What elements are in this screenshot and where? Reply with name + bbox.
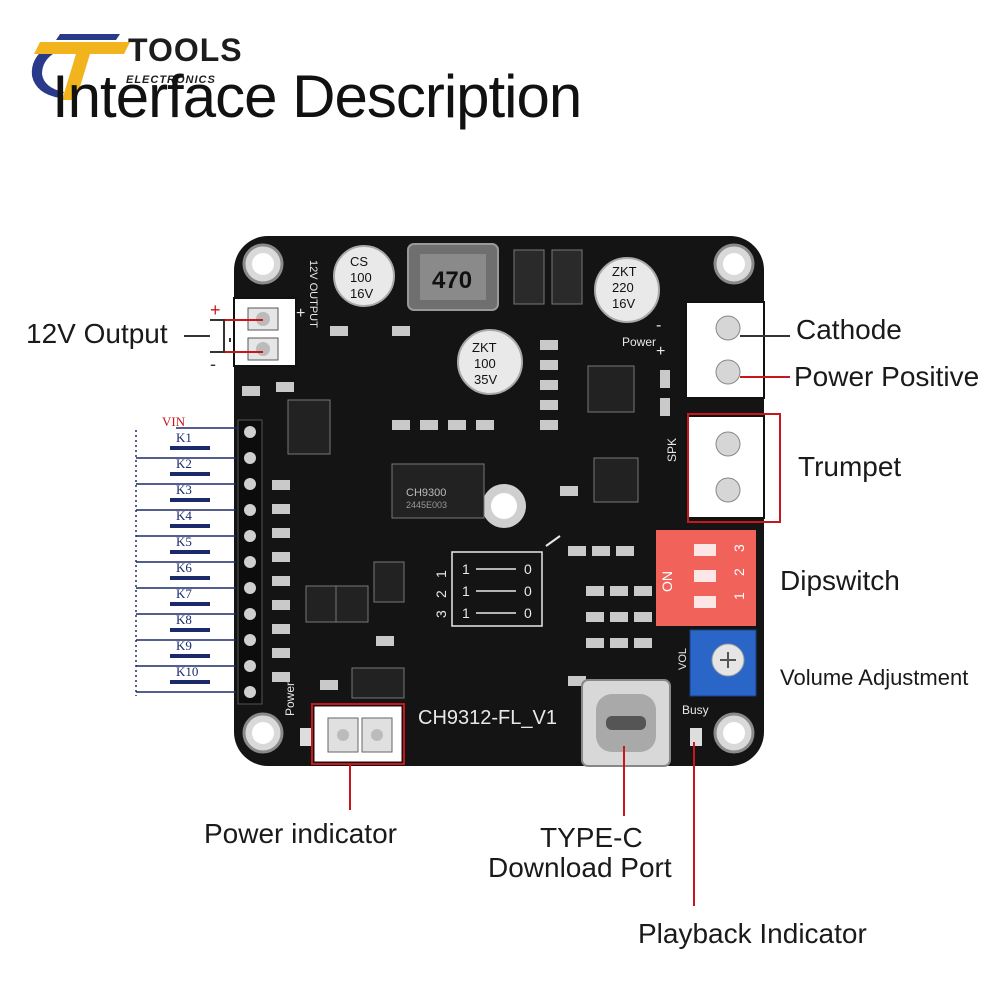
key-buttons bbox=[170, 446, 210, 684]
logo-wordmark: TOOLS bbox=[128, 32, 243, 68]
key-schematic bbox=[135, 427, 238, 696]
callout-lines bbox=[224, 319, 790, 906]
label-cathode: Cathode bbox=[796, 314, 902, 345]
svg-text:16V: 16V bbox=[612, 296, 635, 311]
svg-text:CH9300: CH9300 bbox=[406, 487, 446, 499]
svg-text:470: 470 bbox=[432, 267, 472, 294]
key-label-k1: K1 bbox=[176, 430, 192, 445]
logo-subtitle: ELECTRONICS bbox=[126, 74, 216, 86]
label-typec: TYPE-C bbox=[540, 822, 643, 853]
minus-mark: - bbox=[210, 354, 216, 374]
key-header-pins bbox=[244, 426, 256, 698]
svg-text:3: 3 bbox=[731, 544, 747, 552]
key-label-k8: K8 bbox=[176, 612, 192, 627]
svg-text:1: 1 bbox=[462, 583, 470, 599]
board-model: CH9312-FL_V1 bbox=[418, 707, 557, 729]
label-12v-output: 12V Output bbox=[26, 318, 168, 349]
key-label-k6: K6 bbox=[176, 560, 192, 575]
main-ic: CH9300 2445E003 bbox=[391, 463, 485, 519]
svg-text:1: 1 bbox=[731, 592, 747, 600]
svg-text:CS: CS bbox=[350, 254, 368, 269]
svg-text:35V: 35V bbox=[474, 372, 497, 387]
terminal-12v bbox=[233, 297, 297, 367]
silk-spk: SPK bbox=[665, 438, 679, 462]
svg-text:1: 1 bbox=[433, 570, 449, 578]
svg-text:220: 220 bbox=[612, 280, 634, 295]
svg-text:ON: ON bbox=[659, 571, 675, 592]
terminal-power bbox=[685, 301, 765, 399]
capacitor-right: ZKT 220 16V bbox=[594, 257, 660, 323]
key-label-k2: K2 bbox=[176, 456, 192, 471]
silk-power-top: Power bbox=[622, 335, 656, 349]
capacitor-left: CS 100 16V bbox=[333, 245, 395, 307]
vin-label: VIN bbox=[162, 414, 186, 429]
callout-lines-dark bbox=[184, 319, 790, 353]
silk-busy: Busy bbox=[682, 703, 709, 717]
minus-board-right: - bbox=[656, 317, 661, 334]
svg-text:1: 1 bbox=[462, 605, 470, 621]
page-title: Interface Description bbox=[52, 63, 582, 130]
key-label-k10: K10 bbox=[176, 664, 198, 679]
svg-text:2: 2 bbox=[433, 590, 449, 598]
dipswitch: ON 1 2 3 bbox=[656, 530, 756, 626]
svg-text:100: 100 bbox=[350, 270, 372, 285]
svg-text:2445E003: 2445E003 bbox=[406, 500, 447, 510]
silk-power-left: Power bbox=[283, 682, 297, 716]
label-download-port: Download Port bbox=[488, 852, 672, 883]
svg-text:1: 1 bbox=[462, 561, 470, 577]
smd-passives bbox=[242, 326, 670, 690]
svg-text:0: 0 bbox=[524, 561, 532, 577]
terminal-speaker bbox=[685, 415, 765, 519]
label-volume-adjustment: Volume Adjustment bbox=[780, 665, 969, 690]
label-dipswitch: Dipswitch bbox=[780, 565, 900, 596]
key-label-k3: K3 bbox=[176, 482, 192, 497]
label-trumpet: Trumpet bbox=[798, 451, 902, 482]
volume-potentiometer bbox=[689, 629, 757, 697]
label-power-indicator: Power indicator bbox=[204, 818, 397, 849]
capacitor-mid: ZKT 100 35V bbox=[457, 329, 523, 395]
svg-text:3: 3 bbox=[433, 610, 449, 618]
svg-text:2: 2 bbox=[731, 568, 747, 576]
inductor: 470 bbox=[407, 243, 499, 311]
power-led-block bbox=[313, 705, 403, 763]
svg-text:16V: 16V bbox=[350, 286, 373, 301]
svg-text:0: 0 bbox=[524, 583, 532, 599]
mode-table: 1 0 1 0 1 0 bbox=[451, 551, 543, 627]
svg-text:ZKT: ZKT bbox=[472, 340, 497, 355]
label-power-positive: Power Positive bbox=[794, 361, 980, 392]
silk-12v-output: 12V OUTPUT bbox=[307, 260, 319, 328]
svg-text:100: 100 bbox=[474, 356, 496, 371]
key-label-k9: K9 bbox=[176, 638, 192, 653]
svg-text:ZKT: ZKT bbox=[612, 264, 637, 279]
key-label-k7: K7 bbox=[176, 586, 192, 601]
typec-connector bbox=[581, 679, 671, 767]
svg-text:0: 0 bbox=[524, 605, 532, 621]
silk-vol: VOL bbox=[677, 648, 689, 670]
plus-board-right: + bbox=[656, 343, 665, 360]
tools-electronics-logo bbox=[31, 34, 130, 100]
key-label-k5: K5 bbox=[176, 534, 192, 549]
plus-board: + bbox=[296, 305, 305, 322]
label-playback-indicator: Playback Indicator bbox=[638, 918, 867, 949]
plus-mark: + bbox=[210, 300, 221, 320]
key-label-k4: K4 bbox=[176, 508, 192, 523]
